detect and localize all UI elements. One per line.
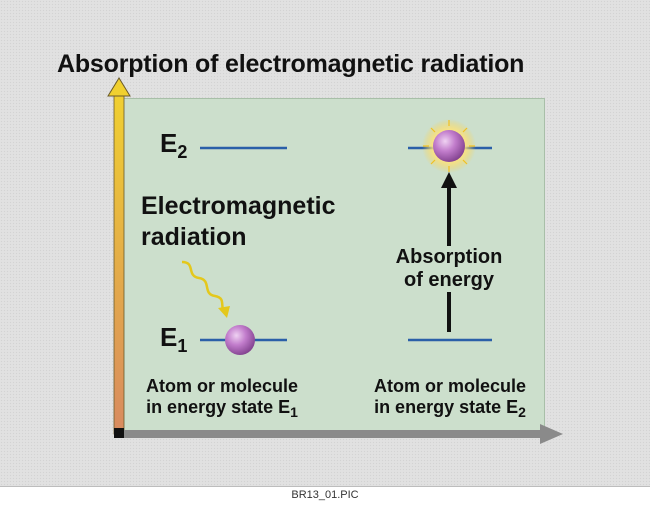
diagram-graphics: [107, 77, 563, 444]
atom-excited-state-icon: [422, 119, 476, 173]
horizontal-axis: [114, 424, 563, 444]
e1-label: E1: [160, 322, 188, 356]
radiation-label: Electromagnetic radiation: [141, 192, 336, 251]
footer-filename: BR13_01.PIC: [291, 489, 359, 501]
atom-ground-state-icon: [225, 325, 255, 355]
footer-bar: BR13_01.PIC: [0, 486, 650, 505]
absorption-label: Absorption of energy: [384, 246, 514, 292]
caption-ground-state: Atom or molecule in energy state E1: [145, 376, 299, 420]
caption-excited-state: Atom or molecule in energy state E2: [373, 376, 527, 420]
radiation-wave-icon: [181, 260, 230, 318]
diagram-title: Absorption of electromagnetic radiation: [57, 50, 525, 78]
e2-label: E2: [160, 128, 188, 162]
